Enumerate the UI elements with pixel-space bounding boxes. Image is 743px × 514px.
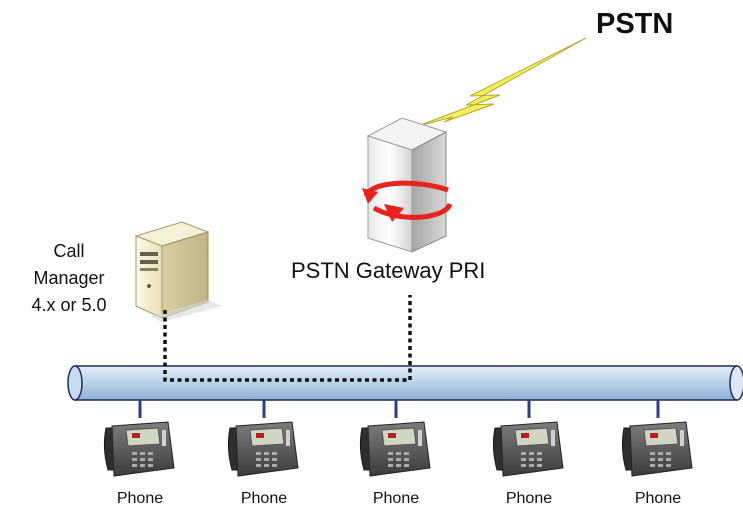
server-tower-icon — [134, 221, 222, 322]
ip-phone-icon — [621, 421, 693, 477]
call-manager-label-line: Call — [53, 241, 85, 261]
phones-layer — [103, 400, 693, 477]
phone-label: Phone — [505, 490, 553, 507]
pstn-label: PSTN — [596, 8, 674, 40]
call-manager-label-line: 4.x or 5.0 — [31, 295, 107, 315]
ip-phone-icon — [103, 421, 175, 477]
lightning-bolt-icon — [417, 37, 587, 127]
gateway-label: PSTN Gateway PRI — [291, 258, 486, 283]
phone-label: Phone — [116, 490, 164, 507]
gateway-router-icon — [362, 117, 453, 253]
network-bus — [67, 365, 743, 401]
ip-phone-icon — [227, 421, 299, 477]
call-manager-label: Call Manager 4.x or 5.0 — [8, 238, 130, 319]
phone-label: Phone — [240, 490, 288, 507]
call-manager-label-line: Manager — [33, 268, 105, 288]
phone-label: Phone — [372, 490, 420, 507]
phone-label: Phone — [634, 490, 682, 507]
ip-phone-icon — [359, 421, 431, 477]
ip-phone-icon — [492, 421, 564, 477]
